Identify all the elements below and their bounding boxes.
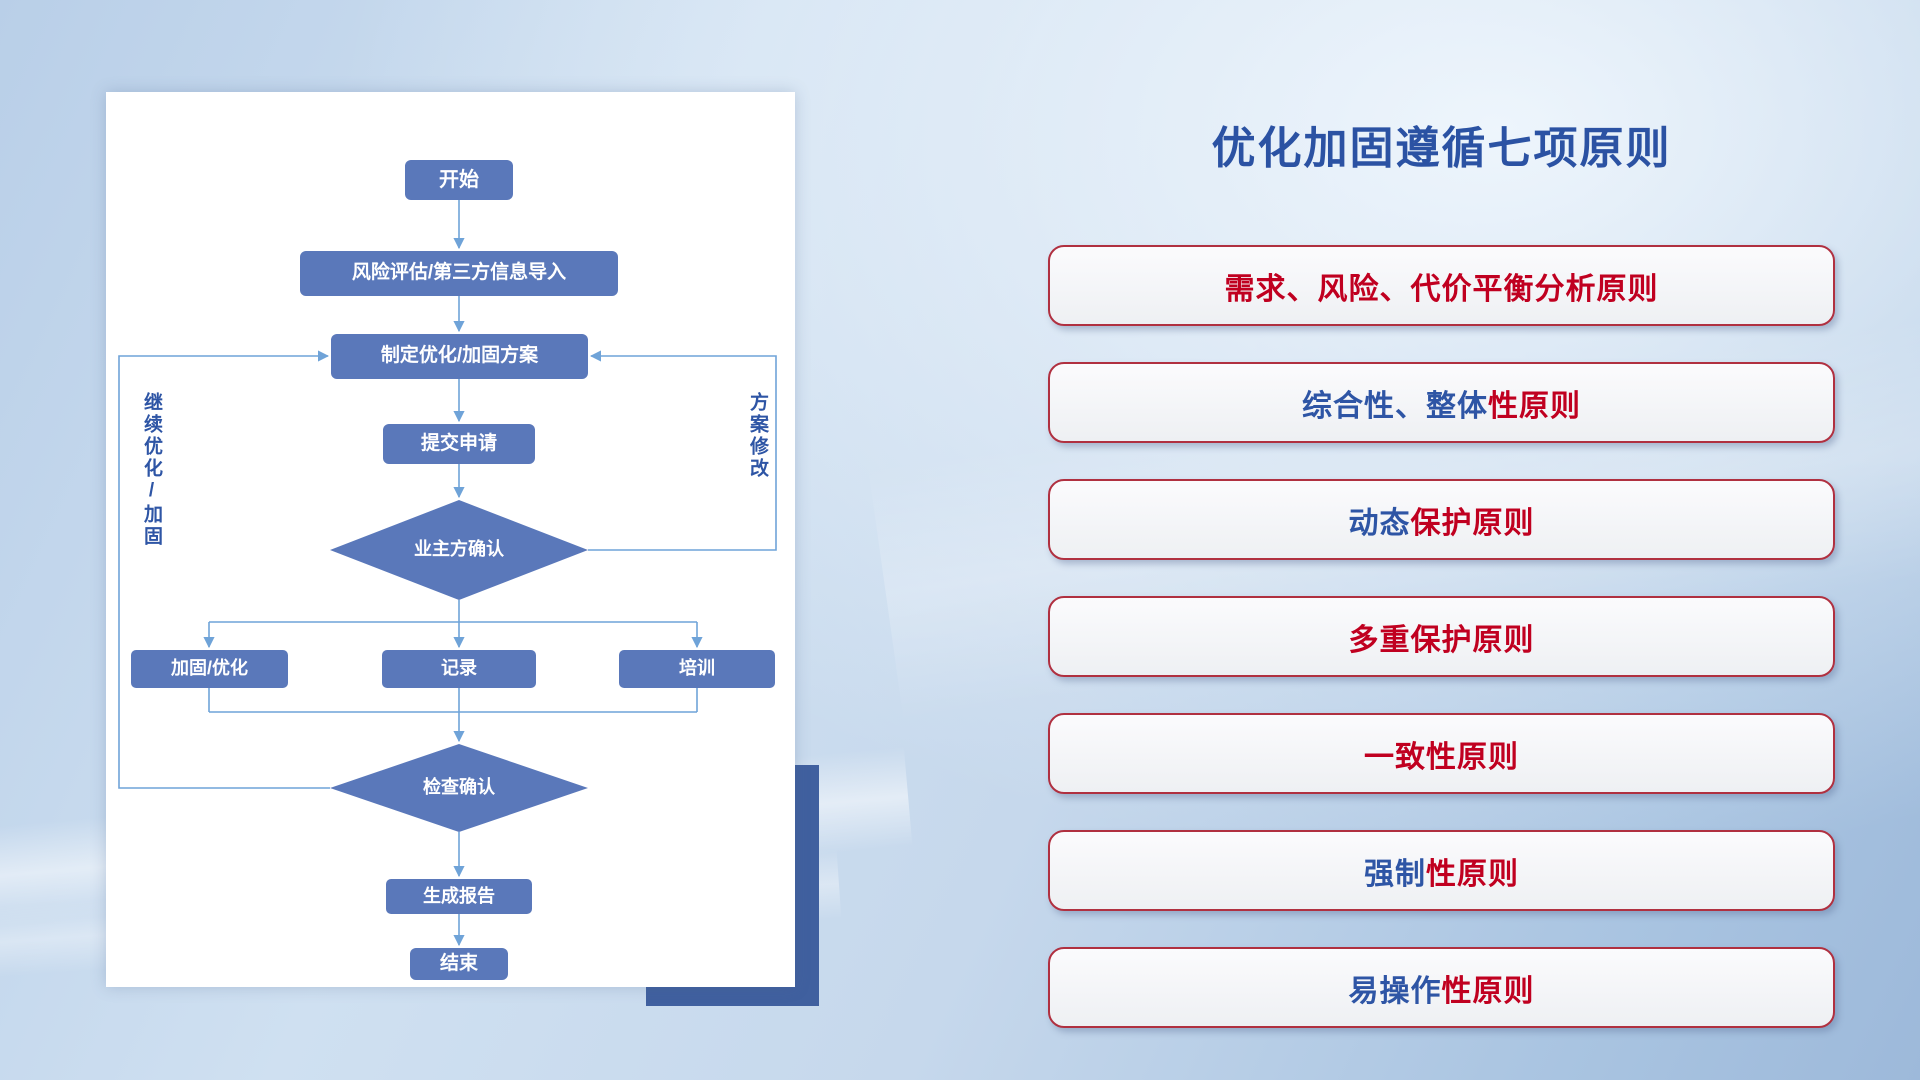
flow-node-report: 生成报告	[386, 879, 532, 914]
principle-text-red: 性原则	[1426, 857, 1519, 891]
principle-card: 多重保护原则	[1048, 596, 1835, 677]
principle-text-blue: 强制	[1364, 857, 1426, 891]
principle-text-red: 性原则	[1488, 389, 1581, 423]
principle-text-red: 保护原则	[1410, 506, 1535, 540]
principle-text-blue: 动态	[1348, 506, 1411, 540]
flow-connectors	[118, 200, 777, 947]
flow-node-submit: 提交申请	[383, 424, 535, 464]
principle-text-blue: 综合性、整体	[1302, 389, 1488, 423]
principles-section: 优化加固遵循七项原则 需求、风险、代价平衡分析原则 综合性、整体性原则 动态保护…	[1048, 0, 1835, 1080]
edge-label-continue-optimize: 继续优化/加固	[141, 392, 162, 548]
principle-card: 综合性、整体性原则	[1048, 362, 1835, 443]
principle-card: 易操作性原则	[1048, 947, 1835, 1028]
flow-node-make-plan: 制定优化/加固方案	[331, 334, 588, 379]
principle-card: 一致性原则	[1048, 713, 1835, 794]
flow-node-training: 培训	[619, 650, 775, 688]
principle-text-red: 一致性原则	[1364, 740, 1519, 774]
edge-label-plan-modify: 方案修改	[747, 392, 768, 480]
flow-node-start: 开始	[405, 160, 513, 200]
principles-list: 需求、风险、代价平衡分析原则 综合性、整体性原则 动态保护原则 多重保护原则 一…	[1048, 245, 1835, 1028]
flow-node-record: 记录	[382, 650, 536, 688]
principle-card: 动态保护原则	[1048, 479, 1835, 560]
flowchart-panel: 开始 风险评估/第三方信息导入 制定优化/加固方案 提交申请 业主方确认 加固/…	[106, 92, 795, 987]
principle-text-blue: 易操作	[1348, 974, 1442, 1008]
principle-text-red: 需求、风险、代价平衡分析原则	[1224, 272, 1659, 306]
flow-node-risk-import: 风险评估/第三方信息导入	[300, 251, 618, 296]
principle-card: 强制性原则	[1048, 830, 1835, 911]
page-title: 优化加固遵循七项原则	[1211, 124, 1672, 173]
flow-node-harden: 加固/优化	[131, 650, 288, 688]
principle-card: 需求、风险、代价平衡分析原则	[1048, 245, 1835, 326]
principle-text-red: 性原则	[1441, 974, 1535, 1008]
flow-node-end: 结束	[410, 948, 508, 980]
principle-text-red: 多重保护原则	[1348, 623, 1535, 657]
